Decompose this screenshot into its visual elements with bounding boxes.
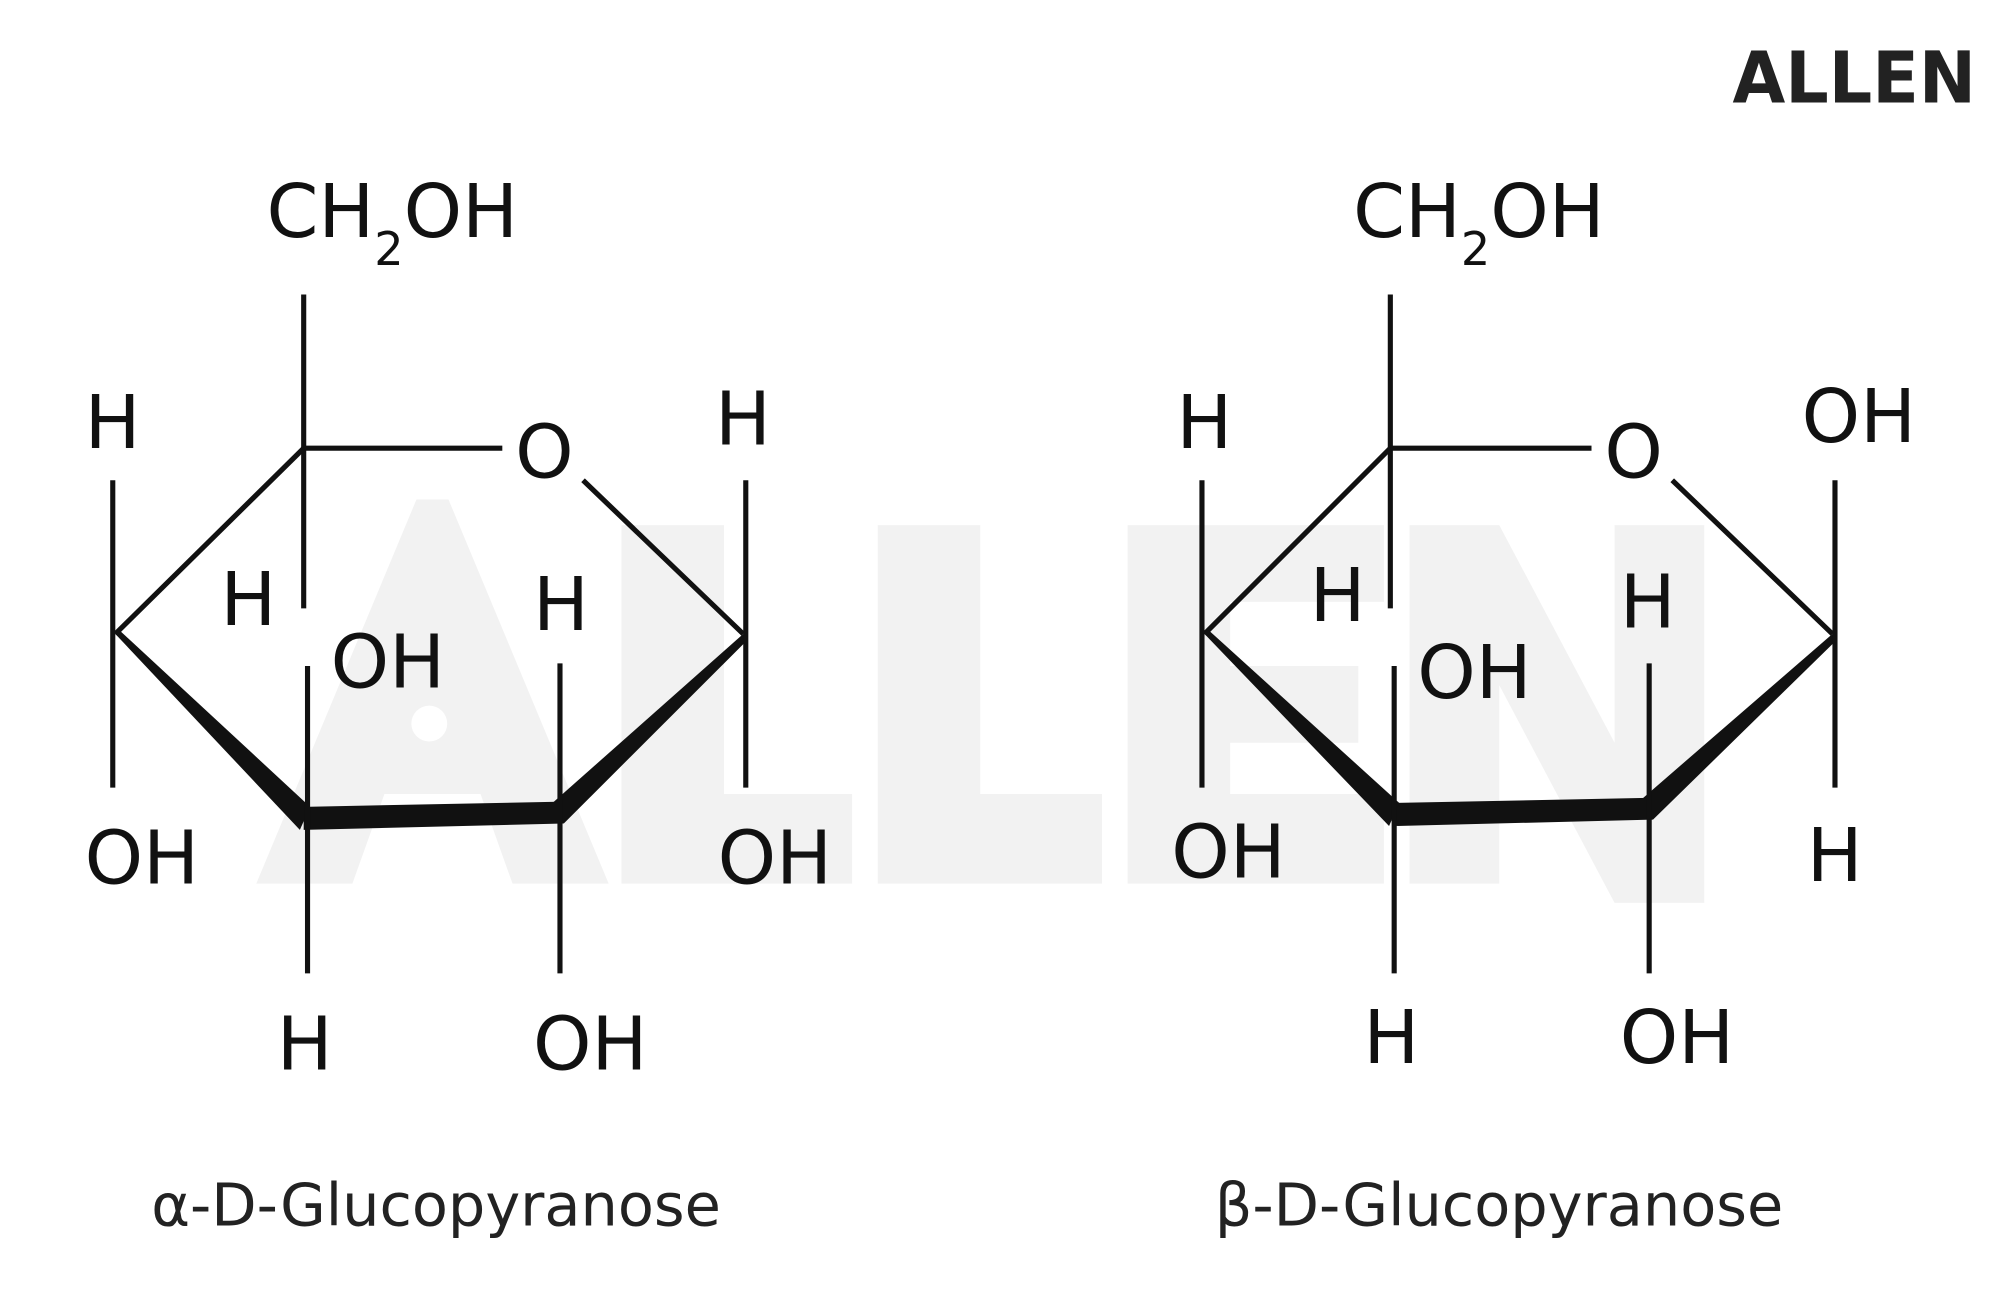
alpha-c4-bottom: OH bbox=[85, 815, 199, 902]
watermark-letter-a bbox=[256, 499, 609, 884]
watermark bbox=[256, 499, 1705, 903]
alpha-c1-bottom: OH bbox=[718, 815, 832, 902]
alpha-ring-oxygen: O bbox=[515, 409, 574, 496]
beta-caption: β-D-Glucopyranose bbox=[1215, 1171, 1783, 1240]
beta-c1-bottom: H bbox=[1807, 812, 1863, 899]
beta-c1-top: OH bbox=[1802, 373, 1916, 460]
beta-structure: CH2OH O H OH H OH H H OH OH H β-D-Glucop… bbox=[1171, 168, 1916, 1240]
alpha-caption: α-D-Glucopyranose bbox=[151, 1171, 721, 1240]
watermark-letter-e bbox=[1127, 525, 1384, 884]
alpha-c4-top: H bbox=[85, 379, 141, 466]
beta-c3-up: OH bbox=[1417, 629, 1531, 716]
beta-c3-down: H bbox=[1363, 994, 1419, 1081]
alpha-structure: CH2OH O H OH H OH H H OH H OH α-D-Glucop… bbox=[85, 168, 832, 1240]
beta-c5-down: H bbox=[1310, 552, 1366, 639]
alpha-c2-down: OH bbox=[533, 1000, 647, 1087]
watermark-letter-l1 bbox=[621, 525, 853, 884]
beta-c4-top: H bbox=[1176, 379, 1232, 466]
beta-c4-bottom: OH bbox=[1171, 808, 1285, 895]
alpha-c1-top: H bbox=[715, 375, 771, 462]
alpha-c5-down: H bbox=[220, 556, 276, 643]
beta-c2-up: H bbox=[1620, 559, 1676, 646]
watermark-letter-l2 bbox=[877, 525, 1103, 884]
beta-c2-down: OH bbox=[1620, 994, 1734, 1081]
alpha-bonds bbox=[110, 294, 749, 974]
alpha-c2-up: H bbox=[533, 561, 589, 648]
allen-logo: ALLEN bbox=[1732, 35, 1975, 119]
watermark-dot bbox=[411, 705, 448, 742]
alpha-c3-up: OH bbox=[331, 619, 445, 706]
beta-ring-oxygen: O bbox=[1604, 409, 1663, 496]
beta-bonds bbox=[1199, 294, 1838, 974]
beta-ch2oh-label: CH2OH bbox=[1353, 168, 1605, 276]
alpha-ch2oh-label: CH2OH bbox=[267, 168, 519, 276]
alpha-c3-down: H bbox=[277, 1000, 333, 1087]
